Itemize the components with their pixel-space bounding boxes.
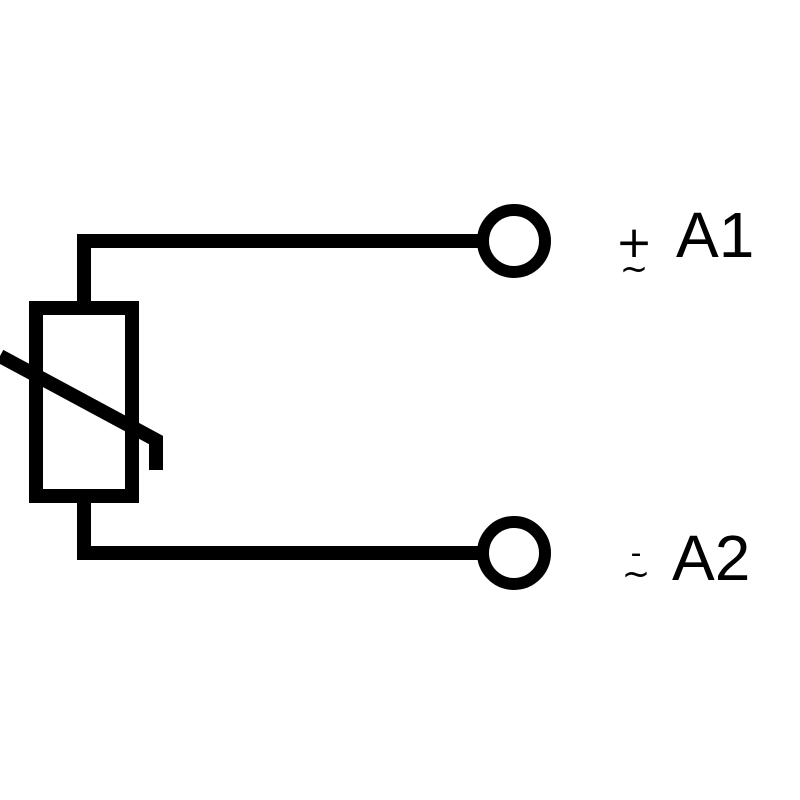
- wire-upper: [77, 234, 480, 308]
- a1-polarity-plus: +: [616, 217, 653, 268]
- terminal-a2[interactable]: [477, 516, 551, 590]
- wire-lower: [77, 496, 480, 560]
- terminal-a1-label: A1: [676, 199, 754, 271]
- varistor-body: [29, 301, 139, 503]
- a1-polarity-tilde: ~: [620, 249, 649, 289]
- terminal-a1[interactable]: [477, 204, 551, 278]
- terminal-a2-label: A2: [672, 522, 750, 594]
- varistor-nonlinear-slash: [0, 349, 163, 470]
- a2-polarity-tilde: ~: [622, 554, 651, 594]
- a2-polarity-minus: -: [631, 536, 642, 571]
